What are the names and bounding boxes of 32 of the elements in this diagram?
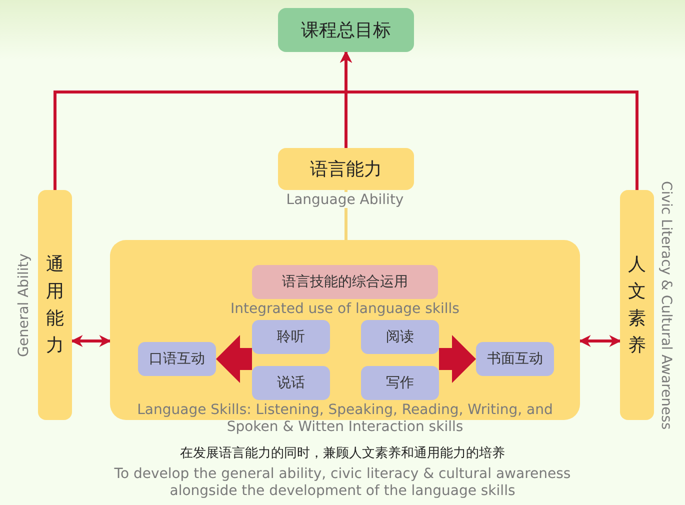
- node-label: 通用能力: [46, 253, 64, 358]
- ability-box: [278, 148, 414, 190]
- goal-box: [278, 8, 414, 52]
- block-arrow: [439, 335, 476, 383]
- skill-box: [138, 342, 216, 376]
- english-caption: General Ability: [15, 252, 33, 359]
- node-label: 口语互动: [149, 350, 205, 368]
- skill-box: [252, 366, 330, 400]
- node-label: 人文素养: [628, 253, 646, 358]
- skill-box: [476, 342, 554, 376]
- english-summary: To develop the general ability, civic literacy & cultural awareness alongside the development of the language skills: [113, 466, 572, 500]
- skill-box: [361, 320, 439, 354]
- panel-caption: Language Skills: Listening, Speaking, Reading, Writing, and Spoken & Witten Interaction skills: [136, 402, 554, 436]
- node-label: 阅读: [386, 328, 414, 346]
- arrow: [70, 335, 112, 347]
- topic-box: [252, 265, 438, 299]
- ability-bar: [38, 190, 72, 420]
- node-label: 写作: [386, 374, 414, 392]
- node-label: 语言能力: [310, 158, 382, 181]
- node-label: 语言技能的综合运用: [282, 273, 408, 291]
- node-label: 书面互动: [487, 350, 543, 368]
- skill-box: [252, 320, 330, 354]
- ability-bar: [620, 190, 654, 420]
- skill-box: [361, 366, 439, 400]
- node-label: 聆听: [277, 328, 305, 346]
- arrow: [578, 335, 622, 347]
- node-label: 说话: [277, 374, 305, 392]
- chinese-summary: 在发展语言能力的同时，兼顾人文素养和通用能力的培养: [179, 446, 506, 462]
- node-label: 课程总目标: [301, 19, 391, 42]
- arrow: [340, 50, 638, 190]
- english-caption: Civic Literacy & Cultural Awareness: [657, 180, 675, 430]
- block-arrow: [216, 335, 252, 383]
